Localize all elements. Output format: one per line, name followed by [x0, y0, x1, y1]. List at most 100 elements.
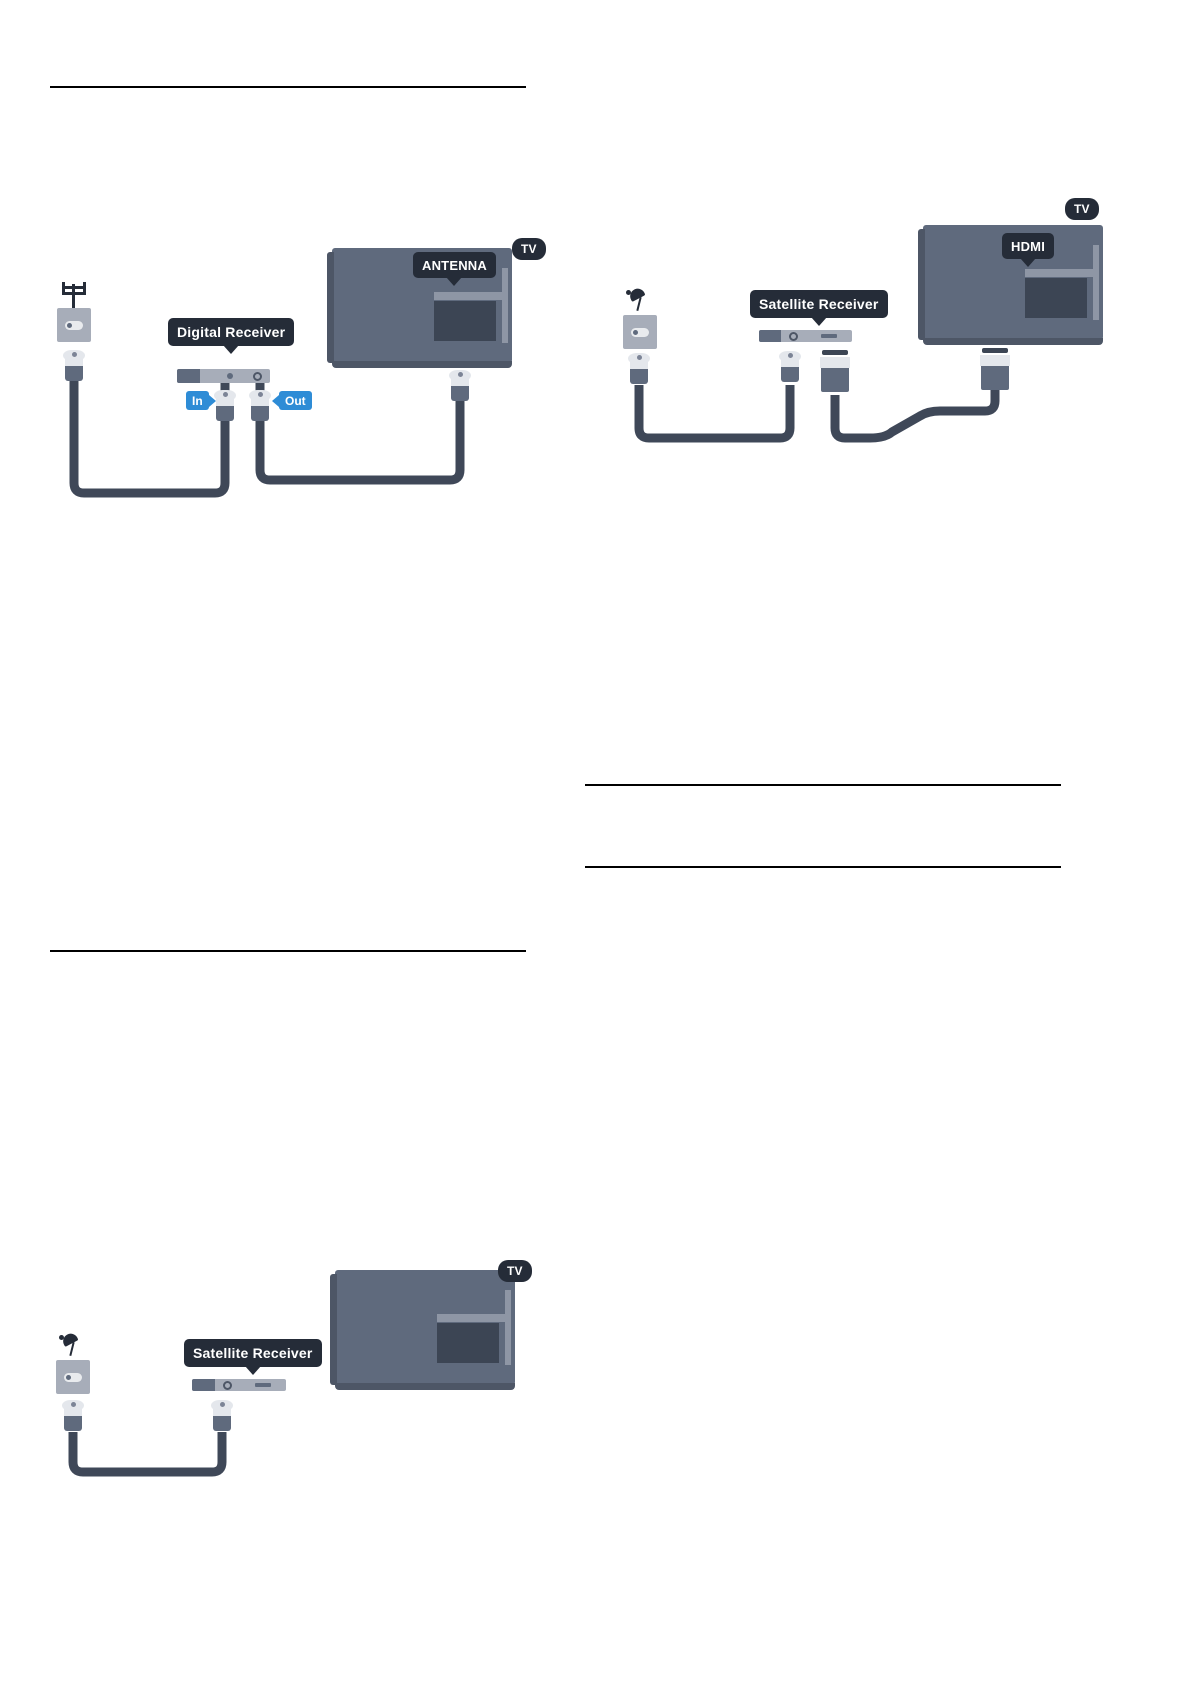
coax-pin — [637, 355, 642, 360]
receiver-slot — [255, 1383, 271, 1387]
badge-in-label: In — [192, 393, 203, 408]
rule-mid-left — [50, 950, 526, 952]
receiver-slot — [821, 334, 837, 338]
tv-connector-panel — [434, 301, 496, 341]
badge-tv-label: TV — [521, 242, 537, 256]
badge-satellite-receiver: Satellite Receiver — [750, 290, 888, 326]
tv-left-bevel — [330, 1274, 337, 1385]
badge-out: Out — [272, 391, 312, 410]
coax-pin — [458, 372, 463, 377]
television — [330, 1270, 515, 1390]
tv-side-strip — [505, 1290, 511, 1365]
receiver-button — [789, 332, 798, 341]
badge-in: In — [186, 391, 216, 410]
satellite-dish-icon — [625, 286, 653, 315]
socket-dot — [633, 330, 638, 335]
television — [918, 225, 1103, 345]
antenna-mast-icon — [72, 284, 75, 310]
tv-side-strip — [1093, 245, 1099, 320]
antenna-element-icon — [62, 292, 86, 295]
coax-pin — [258, 392, 263, 397]
coax-collar — [781, 359, 799, 367]
dish-lnb — [59, 1335, 64, 1340]
coax-collar — [65, 358, 83, 366]
coax-collar — [630, 361, 648, 369]
hdmi-shell — [820, 357, 850, 368]
tv-hdmi-slot — [1025, 269, 1097, 277]
hdmi-body — [981, 366, 1009, 390]
socket-oval — [64, 1373, 82, 1382]
tv-antenna-slot — [434, 292, 506, 300]
badge-tv-label: TV — [507, 1264, 523, 1278]
badge-satellite-receiver: Satellite Receiver — [184, 1339, 322, 1375]
badge-tv: TV — [1065, 198, 1099, 220]
wall-plate — [623, 315, 657, 349]
tv-left-bevel — [327, 252, 334, 363]
coax-pin — [223, 392, 228, 397]
satellite-receiver-box — [192, 1379, 286, 1391]
badge-digital-receiver: Digital Receiver — [168, 318, 295, 354]
tv-connector-panel — [1025, 278, 1087, 318]
badge-tv-label: TV — [1074, 202, 1090, 216]
receiver-front-panel — [759, 330, 781, 342]
hdmi-tip — [982, 348, 1008, 353]
coax-collar — [64, 1408, 82, 1416]
antenna-element-icon — [62, 286, 86, 289]
badge-hdmi-label: HDMI — [1011, 238, 1046, 254]
digital-receiver-box — [177, 369, 270, 383]
receiver-indicator — [227, 373, 233, 379]
hdmi-tip — [822, 350, 848, 355]
coax-collar — [213, 1408, 231, 1416]
badge-hdmi: HDMI — [1002, 233, 1055, 267]
badge-pointer — [208, 394, 216, 407]
coax-pin — [72, 352, 77, 357]
badge-antenna-label: ANTENNA — [422, 257, 487, 273]
badge-out-label: Out — [285, 393, 306, 408]
coax-pin — [220, 1402, 225, 1407]
dish-lnb — [626, 290, 631, 295]
badge-pointer — [810, 317, 827, 326]
badge-pointer — [446, 277, 463, 286]
tv-bottom-bevel — [332, 361, 512, 368]
badge-pointer — [1020, 258, 1037, 267]
badge-tv: TV — [512, 238, 546, 260]
rule-top-left — [50, 86, 526, 88]
badge-satellite-receiver-label: Satellite Receiver — [759, 296, 879, 312]
coax-collar — [451, 378, 469, 386]
tv-bottom-bevel — [335, 1383, 515, 1390]
socket-oval — [65, 321, 83, 330]
badge-satellite-receiver-label: Satellite Receiver — [193, 1345, 313, 1361]
coax-collar — [251, 398, 269, 406]
hdmi-body — [821, 368, 849, 392]
tv-side-strip — [502, 268, 508, 343]
badge-tv: TV — [498, 1260, 532, 1282]
cable-wall-to-receiver-sat — [634, 385, 795, 443]
badge-pointer — [272, 394, 279, 407]
diagram-satellite-receiver-hdmi: Satellite Receiver — [570, 190, 1103, 460]
diagram-satellite-receiver-tv: Satellite Receiver TV — [40, 1160, 540, 1477]
badge-pointer — [244, 1366, 261, 1375]
receiver-front-panel — [177, 369, 200, 383]
receiver-button — [223, 1381, 232, 1390]
receiver-button — [253, 372, 262, 381]
tv-antenna-slot — [437, 1314, 509, 1322]
wall-plate — [57, 308, 91, 342]
hdmi-shell — [980, 355, 1010, 366]
badge-digital-receiver-label: Digital Receiver — [177, 324, 286, 340]
tv-bottom-bevel — [923, 338, 1103, 345]
satellite-receiver-box — [759, 330, 852, 342]
wall-plate — [56, 1360, 90, 1394]
receiver-front-panel — [192, 1379, 215, 1391]
tv-connector-panel — [437, 1323, 499, 1363]
coax-pin — [788, 353, 793, 358]
cable-wall-to-receiver-sat — [68, 1432, 227, 1477]
socket-dot — [67, 323, 72, 328]
satellite-dish-icon — [58, 1331, 86, 1360]
rule-upper-right — [585, 784, 1061, 786]
tv-left-bevel — [918, 229, 925, 340]
cable-receiver-hdmi-to-tv — [830, 390, 1000, 443]
socket-dot — [66, 1375, 71, 1380]
socket-oval — [631, 328, 649, 337]
badge-pointer — [223, 345, 240, 354]
